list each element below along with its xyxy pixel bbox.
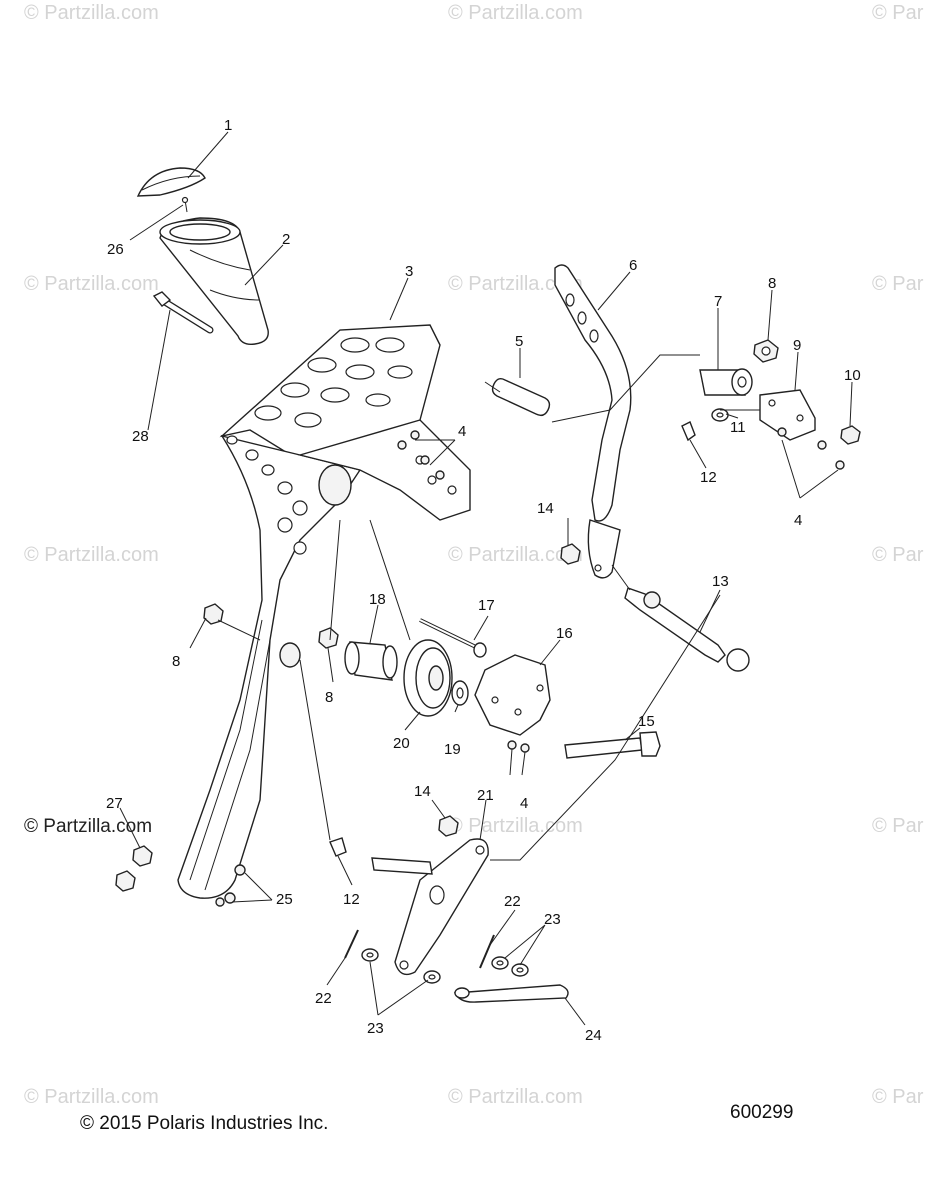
callout-3: 3	[405, 263, 413, 280]
callout-23-left: 23	[367, 1020, 384, 1037]
part-linkage-rod	[624, 587, 750, 672]
callout-28: 28	[132, 428, 149, 445]
callout-14-lower: 14	[414, 783, 431, 800]
callout-9: 9	[793, 337, 801, 354]
part-nut-right	[840, 425, 861, 445]
part-small-screw	[181, 196, 189, 213]
part-cotter-pin-b	[479, 934, 495, 969]
callout-21: 21	[477, 787, 494, 804]
watermark: © Partzilla.com	[24, 2, 159, 24]
callout-25: 25	[276, 891, 293, 908]
callout-4-upper: 4	[458, 423, 466, 440]
part-washer-23c	[491, 956, 509, 970]
part-washer-23d	[511, 963, 529, 977]
callout-8-left: 8	[172, 653, 180, 670]
part-bolts-right	[777, 427, 845, 470]
part-washer-11	[711, 408, 729, 422]
callout-26: 26	[107, 241, 124, 258]
watermark: © Partzilla.com	[24, 273, 159, 295]
callout-1: 1	[224, 117, 232, 134]
assembly-lines	[217, 354, 760, 861]
part-nut-14b	[438, 815, 459, 837]
callout-18: 18	[369, 591, 386, 608]
watermark: © Partzilla.com	[24, 1086, 159, 1108]
watermark: © Partzilla.com	[448, 1086, 583, 1108]
copyright-notice: © 2015 Polaris Industries Inc.	[80, 1113, 329, 1134]
callout-22-right: 22	[504, 893, 521, 910]
callout-4-right: 4	[794, 512, 802, 529]
callout-14-upper: 14	[537, 500, 554, 517]
callout-2: 2	[282, 231, 290, 248]
callout-4-lower: 4	[520, 795, 528, 812]
part-nut-top	[753, 339, 779, 363]
watermark: © Par	[872, 1086, 924, 1108]
watermark: © Partzilla.com	[24, 544, 159, 566]
part-cotter-pin-a	[344, 929, 359, 959]
callout-15: 15	[638, 713, 655, 730]
part-bushing	[699, 368, 753, 396]
leader-lines	[119, 131, 853, 1026]
part-washer-19	[451, 680, 469, 706]
part-clip-upper	[681, 421, 696, 442]
part-clip-lower	[329, 837, 347, 857]
part-knob-cap	[136, 167, 206, 197]
part-nut-8b	[318, 627, 339, 649]
part-washer-23a	[361, 948, 379, 962]
part-link-rod	[453, 984, 569, 1003]
callout-27: 27	[106, 795, 123, 812]
part-pin	[491, 377, 551, 417]
callout-17: 17	[478, 597, 495, 614]
watermark: © Partzilla.com	[448, 2, 583, 24]
part-arm-plate	[371, 838, 489, 976]
callout-11: 11	[730, 419, 746, 436]
callout-23-right: 23	[544, 911, 561, 928]
part-shift-arm	[554, 264, 632, 579]
callout-10: 10	[844, 367, 861, 384]
watermark: © Par	[872, 815, 924, 837]
part-shift-knob	[159, 217, 269, 346]
watermark: © Partzilla.com	[448, 544, 583, 566]
part-pin-17	[419, 618, 487, 658]
part-shifter-bracket	[177, 324, 471, 899]
part-bolts-lower	[507, 740, 530, 776]
callout-numbers: 1 26 2 3 4 5 6 7 8 9 10 11 12 4 13 14 28…	[106, 117, 861, 1044]
part-bolts-25	[215, 864, 246, 907]
callout-12-upper: 12	[700, 469, 717, 486]
callout-16: 16	[556, 625, 573, 642]
watermark: © Par	[872, 273, 924, 295]
part-bracket-16	[474, 654, 551, 736]
part-bolt-15	[564, 731, 661, 759]
callout-7: 7	[714, 293, 722, 310]
watermark: © Partzilla.com	[448, 273, 583, 295]
callout-6: 6	[629, 257, 637, 274]
part-bushing-8	[279, 642, 301, 668]
part-nut-14a	[560, 543, 581, 565]
watermark: © Par	[872, 544, 924, 566]
diagram-number: 600299	[730, 1102, 794, 1123]
callout-19: 19	[444, 741, 461, 758]
main-watermark: © Partzilla.com	[24, 816, 153, 837]
callout-5: 5	[515, 333, 523, 350]
part-bracket-plate	[759, 389, 816, 441]
callout-12-lower: 12	[343, 891, 360, 908]
watermark: © Par	[872, 2, 924, 24]
callout-8-mid: 8	[325, 689, 333, 706]
part-long-bolt	[152, 291, 214, 334]
part-nuts-27	[115, 845, 153, 892]
callout-8-top: 8	[768, 275, 776, 292]
callout-13: 13	[712, 573, 729, 590]
callout-22-left: 22	[315, 990, 332, 1007]
callout-20: 20	[393, 735, 410, 752]
part-spacer-18	[344, 641, 398, 681]
part-pulley-20	[403, 639, 453, 717]
callout-24: 24	[585, 1027, 602, 1044]
part-bolts-upper	[397, 430, 445, 480]
